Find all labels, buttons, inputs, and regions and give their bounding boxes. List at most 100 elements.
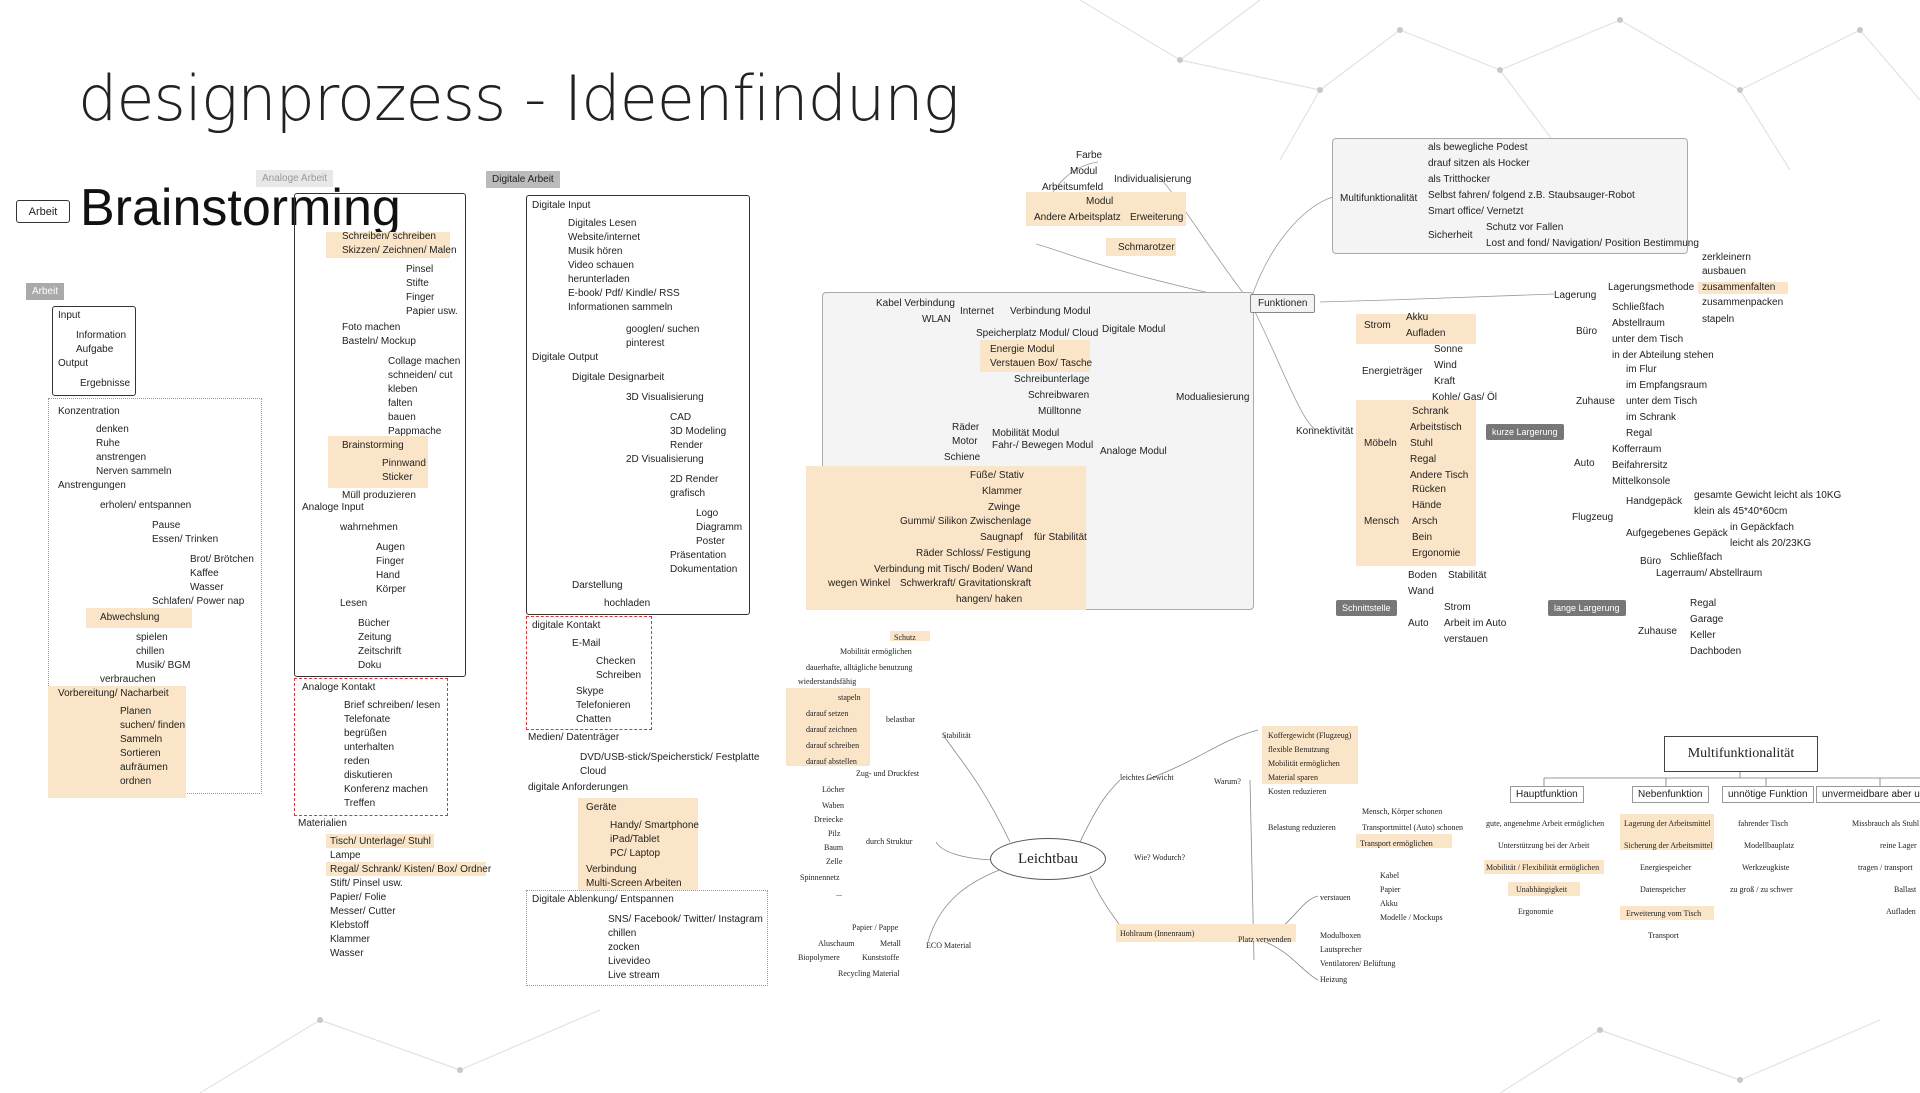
tree-node: Brief schreiben/ lesen	[344, 700, 441, 711]
tree-node: Foto machen	[342, 322, 401, 333]
tree-node: Digitales Lesen	[568, 218, 637, 229]
tree-node: Möbeln	[1364, 438, 1397, 449]
digitale-kontakt-frame	[526, 616, 652, 730]
tree-node: Erweiterung vom Tisch	[1626, 909, 1702, 918]
tree-node: Kohle/ Gas/ Öl	[1432, 392, 1498, 403]
tree-node: Handy/ Smartphone	[610, 820, 699, 831]
tree-node: Akku	[1380, 899, 1398, 908]
lange-lagerung-node: lange Largerung	[1548, 600, 1626, 616]
kurze-lagerung-node: kurze Largerung	[1486, 424, 1564, 440]
leichtbau-center-node[interactable]: Leichtbau	[990, 838, 1106, 880]
tree-node: Strom	[1444, 602, 1471, 613]
tree-node: DVD/USB-stick/Speicherstick/ Festplatte	[580, 752, 760, 763]
tree-node: Speicherplatz Modul/ Cloud	[976, 328, 1099, 339]
tree-node: im Flur	[1626, 364, 1657, 375]
arbeit-tag-button[interactable]: Arbeit	[16, 200, 70, 223]
tree-node: hangen/ haken	[956, 594, 1023, 605]
mf-col-hauptfunktion: Hauptfunktion	[1510, 786, 1584, 803]
tree-node: Aufgegebenes Gepäck	[1626, 528, 1728, 539]
tree-node: Digitale Output	[532, 352, 599, 363]
tree-node: Informationen sammeln	[568, 302, 673, 313]
tree-node: fahrender Tisch	[1738, 819, 1788, 828]
tree-node: gute, angenehme Arbeit ermöglichen	[1486, 819, 1605, 828]
tree-node: Präsentation	[670, 550, 727, 561]
tree-node: Cloud	[580, 766, 607, 777]
tree-node: Regal	[1690, 598, 1717, 609]
highlight-warum	[1262, 726, 1358, 784]
tree-node: Messer/ Cutter	[330, 906, 396, 917]
tree-node: Kofferraum	[1612, 444, 1662, 455]
tree-node: Beifahrersitz	[1612, 460, 1668, 471]
highlight-transport	[1356, 834, 1452, 848]
tree-node: Recycling Material	[838, 969, 900, 978]
tree-node: Wand	[1408, 586, 1434, 597]
digitale-ablenkung-frame	[526, 890, 768, 986]
tree-node: begrüßen	[344, 728, 387, 739]
tree-node: zu groß / zu schwer	[1730, 885, 1793, 894]
tree-node: Chatten	[576, 714, 612, 725]
tree-node: hochladen	[604, 598, 651, 609]
tree-node: Modelle / Mockups	[1380, 913, 1443, 922]
tree-node: klein als 45*40*60cm	[1694, 506, 1788, 517]
tree-node: zerkleinern	[1702, 252, 1751, 263]
tree-node: Kaffee	[190, 568, 219, 579]
tree-node: Aufladen	[1886, 907, 1916, 916]
tree-node: flexible Benutzung	[1268, 745, 1330, 754]
tree-node: Tisch/ Unterlage/ Stuhl	[330, 836, 431, 847]
tree-node: Digitale Input	[532, 200, 591, 211]
highlight-moebel	[1356, 400, 1476, 566]
tree-node: verbrauchen	[100, 674, 156, 685]
tree-node: Baum	[824, 843, 844, 852]
tree-node: unter dem Tisch	[1626, 396, 1698, 407]
tree-node: Digitale Modul	[1102, 324, 1166, 335]
tree-node: Digitale Designarbeit	[572, 372, 665, 383]
tree-node: durch Struktur	[866, 837, 913, 846]
tree-node: Kabel	[1380, 871, 1400, 880]
highlight-regal	[326, 862, 486, 876]
tree-node: dauerhafte, alltägliche benutzung	[806, 663, 913, 672]
tree-node: Sicherheit	[1428, 230, 1473, 241]
tree-node: Regal	[1410, 454, 1437, 465]
tree-node: erholen/ entspannen	[100, 500, 192, 511]
funktionen-center-node[interactable]: Funktionen	[1250, 294, 1316, 313]
tree-node: Mobilität Modul	[992, 428, 1060, 439]
tree-node: wiederstandsfähig	[798, 677, 857, 686]
tree-node: suchen/ finden	[120, 720, 186, 731]
tree-node: 3D Visualisierung	[626, 392, 704, 403]
tree-node: bauen	[388, 412, 416, 423]
tree-node: Medien/ Datenträger	[528, 732, 620, 743]
tree-node: googlen/ suchen	[626, 324, 700, 335]
mf-col-nebenfunktion: Nebenfunktion	[1632, 786, 1709, 803]
tree-node: Motor	[952, 436, 978, 447]
tree-node: zusammenpacken	[1702, 297, 1784, 308]
tree-node: Kunststoffe	[862, 953, 900, 962]
tree-node: unterhalten	[344, 742, 395, 753]
tree-node: Modul	[1070, 166, 1098, 177]
tree-node: Mobilität ermöglichen	[840, 647, 912, 656]
tree-node: Verbindung	[586, 864, 637, 875]
tree-node: Sonne	[1434, 344, 1463, 355]
tree-node: digitale Kontakt	[532, 620, 601, 631]
tree-node: Sicherung der Arbeitsmittel	[1624, 841, 1713, 850]
tree-node: Basteln/ Mockup	[342, 336, 416, 347]
tree-node: Stifte	[406, 278, 429, 289]
tree-node: Regal	[1626, 428, 1653, 439]
digitale-root-node: Digitale Arbeit	[486, 171, 560, 188]
digitale-main-frame	[526, 195, 750, 615]
analoge-root-node: Analoge Arbeit	[256, 170, 334, 187]
highlight-strom	[1356, 314, 1476, 344]
tree-node: Hohlraum (Innenraum)	[1120, 929, 1195, 938]
tree-node: Logo	[696, 508, 719, 519]
tree-node: digitale Anforderungen	[528, 782, 629, 793]
tree-node: Analoge Modul	[1100, 446, 1167, 457]
tree-node: Papier usw.	[406, 306, 458, 317]
tree-node: Wie? Wodurch?	[1134, 853, 1186, 862]
tree-node: Internet	[960, 306, 994, 317]
tree-node: Stabilität	[1448, 570, 1487, 581]
tree-node: Klammer	[982, 486, 1023, 497]
tree-node: Regal/ Schrank/ Kisten/ Box/ Ordner	[330, 864, 492, 875]
tree-node: Löcher	[822, 785, 845, 794]
tree-node: Arsch	[1412, 516, 1438, 527]
tree-node: Lautsprecher	[1320, 945, 1362, 954]
tree-node: Schließfach	[1612, 302, 1665, 313]
